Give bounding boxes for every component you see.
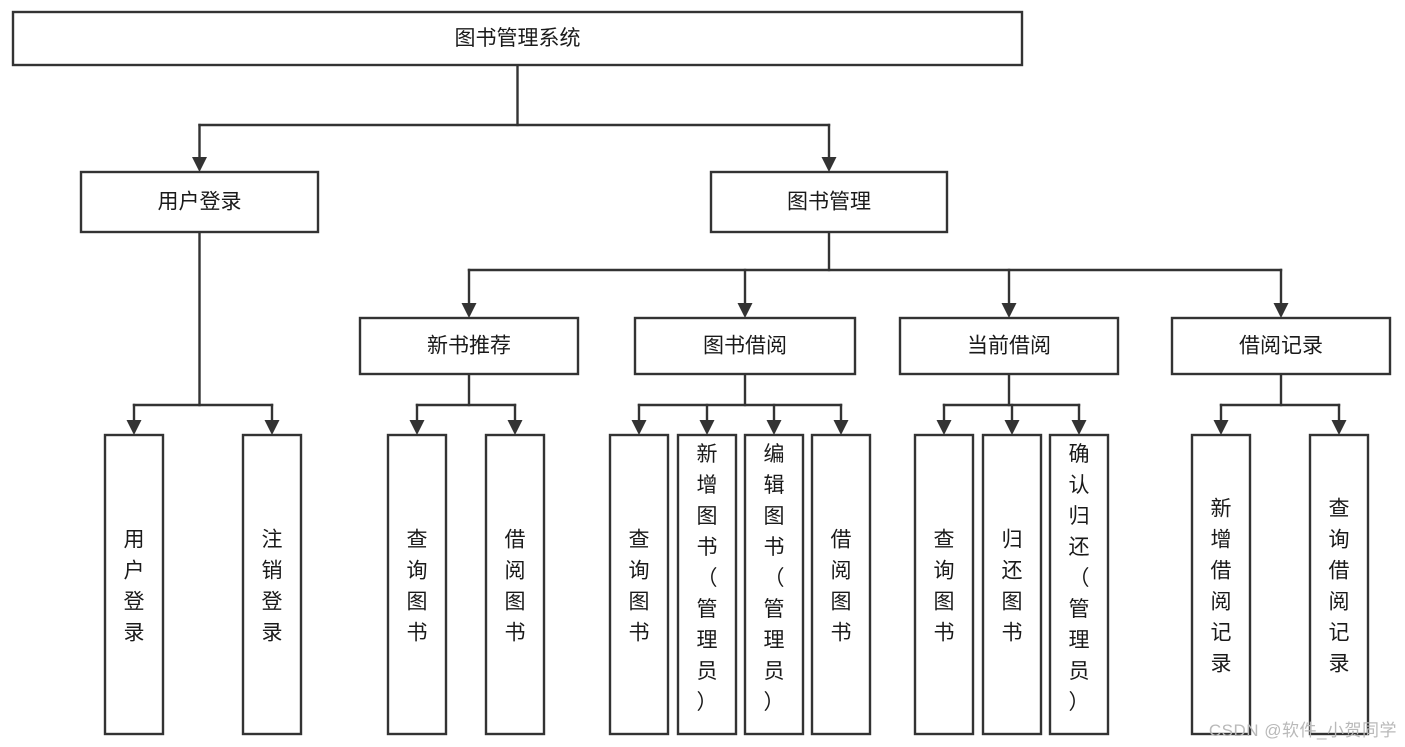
node-layer: 图书管理系统用户登录图书管理新书推荐图书借阅当前借阅借阅记录用户登录注销登录查询… [11, 10, 1392, 736]
node-leaf-add-book-admin[interactable]: 新增图书（管理员） [676, 433, 738, 736]
node-label-leaf-confirm-return-admin: 确认归还（管理员） [1069, 443, 1090, 714]
node-label-leaf-query-borrow-record: 查询借阅记录 [1329, 498, 1350, 676]
node-label-leaf-query-book-rec: 查询图书 [407, 529, 428, 645]
node-box-leaf-edit-book-admin[interactable] [743, 433, 805, 736]
connector-group-book-borrow [631, 372, 849, 435]
node-box-leaf-return-book[interactable] [981, 433, 1043, 736]
connector-group-book-manage [461, 230, 1289, 318]
node-label-leaf-return-book: 归还图书 [1002, 529, 1023, 645]
node-leaf-confirm-return-admin[interactable]: 确认归还（管理员） [1048, 433, 1110, 736]
node-label-root: 图书管理系统 [455, 27, 581, 50]
node-label-leaf-borrow-book-rec: 借阅图书 [505, 529, 526, 645]
node-box-leaf-user-login[interactable] [103, 433, 165, 736]
node-leaf-query-book-borrow[interactable]: 查询图书 [608, 433, 670, 736]
node-box-user-login[interactable] [79, 170, 320, 234]
node-label-new-book-recommend: 新书推荐 [427, 335, 511, 358]
node-leaf-edit-book-admin[interactable]: 编辑图书（管理员） [743, 433, 805, 736]
node-leaf-borrow-book[interactable]: 借阅图书 [810, 433, 872, 736]
node-box-leaf-add-borrow-record[interactable] [1190, 433, 1252, 736]
node-label-leaf-borrow-book: 借阅图书 [831, 529, 852, 645]
node-box-borrow-record[interactable] [1170, 316, 1392, 376]
node-label-book-borrow: 图书借阅 [703, 335, 787, 358]
node-label-leaf-edit-book-admin: 编辑图书（管理员） [764, 443, 785, 714]
node-box-current-borrow[interactable] [898, 316, 1120, 376]
connector-group-user-login [126, 230, 280, 435]
node-box-leaf-query-book-cur[interactable] [913, 433, 975, 736]
connector-group-root [192, 63, 837, 172]
node-label-user-login: 用户登录 [158, 191, 242, 214]
node-leaf-query-book-cur[interactable]: 查询图书 [913, 433, 975, 736]
node-leaf-return-book[interactable]: 归还图书 [981, 433, 1043, 736]
node-label-leaf-query-book-cur: 查询图书 [934, 529, 955, 645]
node-book-borrow[interactable]: 图书借阅 [633, 316, 857, 376]
node-label-book-manage: 图书管理 [787, 191, 871, 214]
node-new-book-recommend[interactable]: 新书推荐 [358, 316, 580, 376]
node-box-leaf-logout[interactable] [241, 433, 303, 736]
node-box-leaf-borrow-book-rec[interactable] [484, 433, 546, 736]
node-leaf-user-login[interactable]: 用户登录 [103, 433, 165, 736]
node-leaf-add-borrow-record[interactable]: 新增借阅记录 [1190, 433, 1252, 736]
node-box-leaf-query-book-borrow[interactable] [608, 433, 670, 736]
connector-group-new-book-recommend [409, 372, 523, 435]
node-label-leaf-add-book-admin: 新增图书（管理员） [697, 443, 718, 714]
node-label-borrow-record: 借阅记录 [1239, 335, 1323, 358]
node-book-manage[interactable]: 图书管理 [709, 170, 949, 234]
node-label-leaf-user-login: 用户登录 [124, 529, 145, 645]
node-box-leaf-query-book-rec[interactable] [386, 433, 448, 736]
node-root[interactable]: 图书管理系统 [11, 10, 1024, 67]
node-leaf-borrow-book-rec[interactable]: 借阅图书 [484, 433, 546, 736]
connector-group-current-borrow [936, 372, 1087, 435]
node-label-leaf-query-book-borrow: 查询图书 [629, 529, 650, 645]
node-box-book-borrow[interactable] [633, 316, 857, 376]
node-label-leaf-add-borrow-record: 新增借阅记录 [1211, 498, 1232, 676]
node-leaf-query-book-rec[interactable]: 查询图书 [386, 433, 448, 736]
node-current-borrow[interactable]: 当前借阅 [898, 316, 1120, 376]
node-label-leaf-logout: 注销登录 [262, 529, 283, 645]
node-leaf-logout[interactable]: 注销登录 [241, 433, 303, 736]
node-box-leaf-borrow-book[interactable] [810, 433, 872, 736]
node-box-book-manage[interactable] [709, 170, 949, 234]
node-box-leaf-add-book-admin[interactable] [676, 433, 738, 736]
node-box-leaf-confirm-return-admin[interactable] [1048, 433, 1110, 736]
node-leaf-query-borrow-record[interactable]: 查询借阅记录 [1308, 433, 1370, 736]
node-label-current-borrow: 当前借阅 [967, 335, 1051, 358]
node-box-root[interactable] [11, 10, 1024, 67]
node-user-login[interactable]: 用户登录 [79, 170, 320, 234]
node-borrow-record[interactable]: 借阅记录 [1170, 316, 1392, 376]
connector-group-borrow-record [1213, 372, 1347, 435]
node-box-leaf-query-borrow-record[interactable] [1308, 433, 1370, 736]
node-box-new-book-recommend[interactable] [358, 316, 580, 376]
connector-layer [126, 63, 1347, 435]
